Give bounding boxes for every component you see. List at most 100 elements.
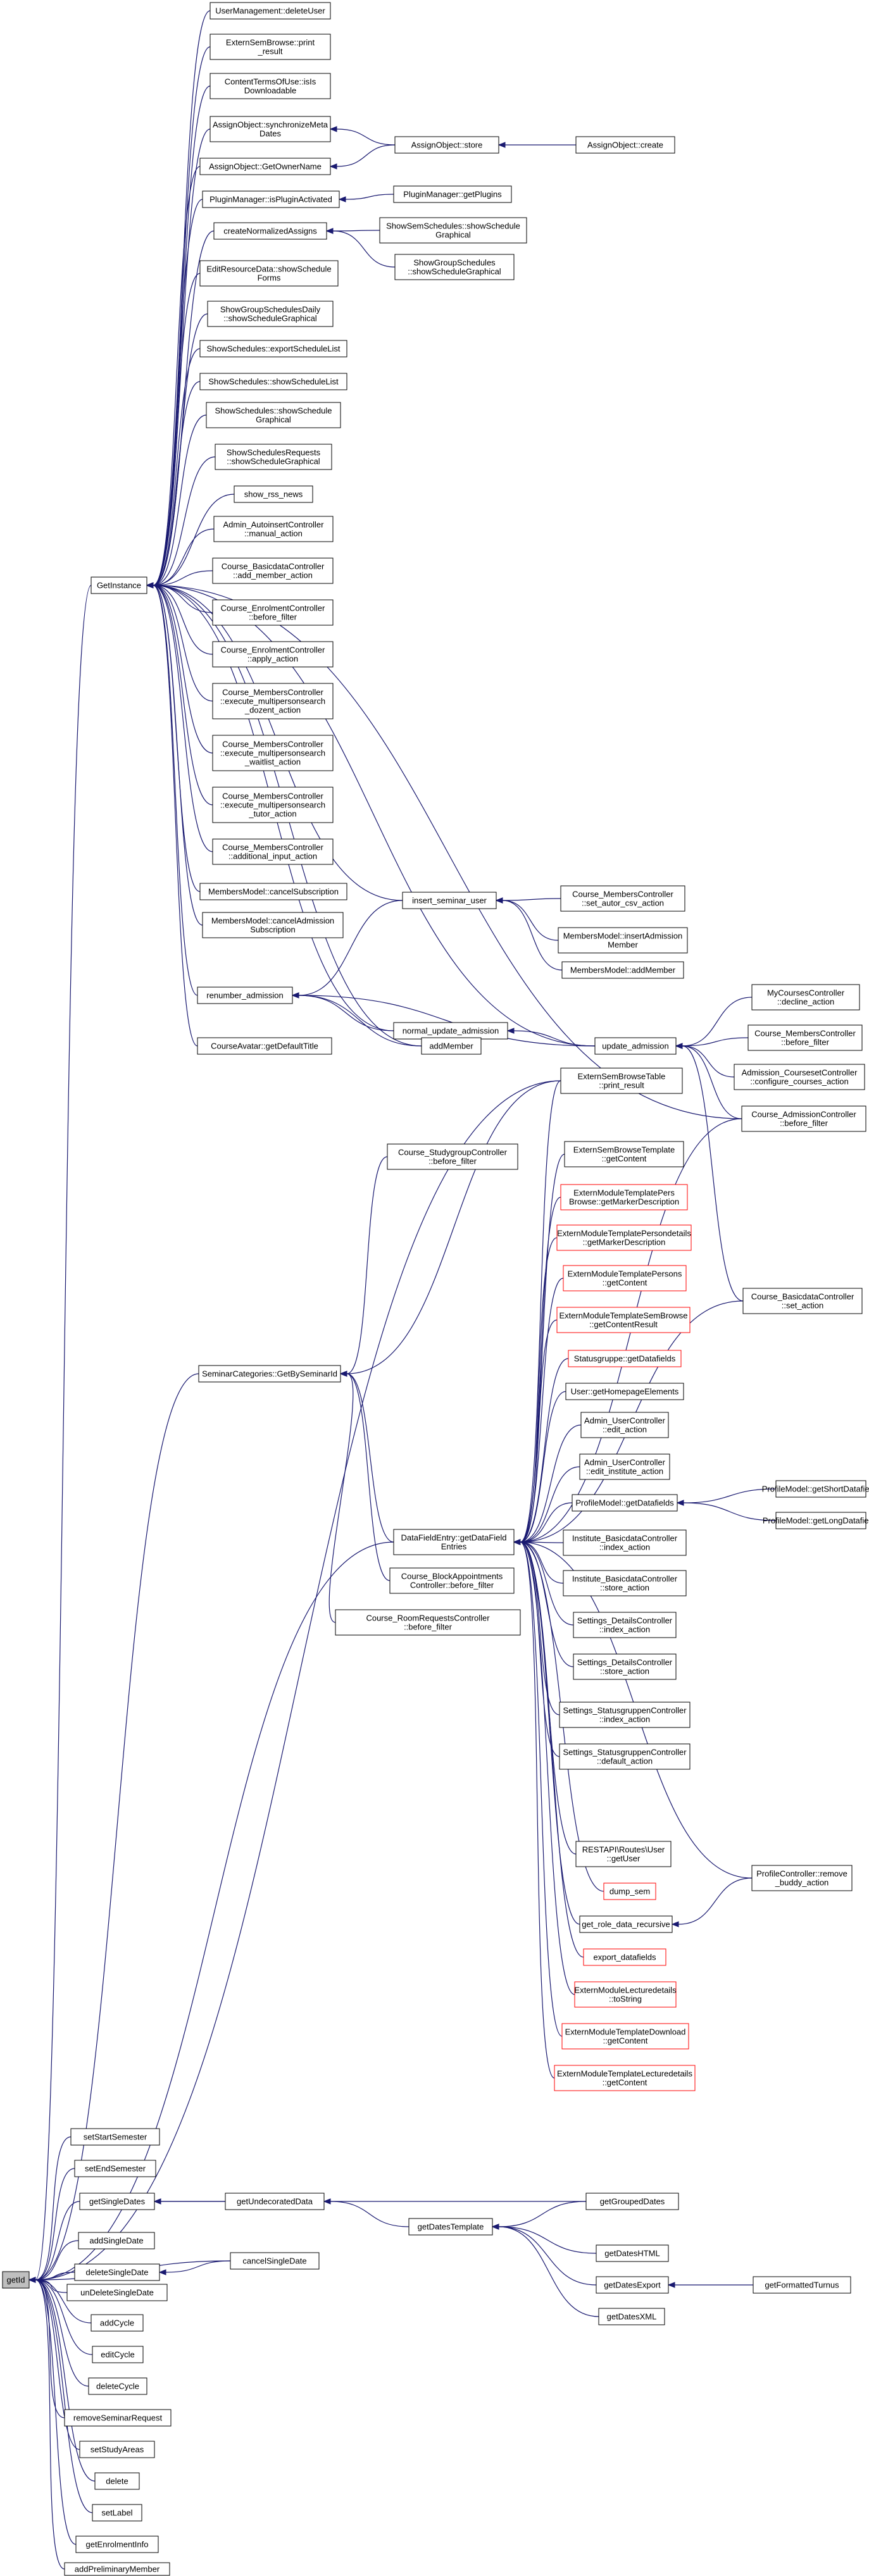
node-admin-user-edit[interactable]: Admin_UserController::edit_action (580, 1412, 669, 1438)
node-remove-seminar-request[interactable]: removeSeminarRequest (64, 2409, 172, 2427)
node-seminar-categories-get-by-seminar-id[interactable]: SeminarCategories::GetBySeminarId (198, 1365, 341, 1383)
node-get-grouped-dates[interactable]: getGroupedDates (585, 2193, 679, 2210)
node-extern-lecture-content[interactable]: ExternModuleTemplateLecturedetails::getC… (554, 2065, 696, 2091)
node-basic-add-member[interactable]: Course_BasicdataController::add_member_a… (212, 557, 334, 584)
node-settings-status-default[interactable]: Settings_StatusgruppenController::defaul… (559, 1743, 691, 1770)
node-show-export[interactable]: ShowSchedules::exportScheduleList (199, 340, 347, 358)
node-members-set-autor[interactable]: Course_MembersController::set_autor_csv_… (560, 885, 685, 912)
node-room-requests[interactable]: Course_RoomRequestsController::before_fi… (335, 1609, 521, 1636)
node-settings-status-index[interactable]: Settings_StatusgruppenController::index_… (559, 1702, 691, 1728)
node-show-list[interactable]: ShowSchedules::showScheduleList (199, 373, 347, 390)
node-course-avatar[interactable]: CourseAvatar::getDefaultTitle (197, 1037, 332, 1055)
node-extern-lecture-to-string[interactable]: ExternModuleLecturedetails::toString (574, 1981, 677, 2008)
node-add-member[interactable]: addMember (421, 1037, 482, 1055)
node-profile-short[interactable]: ProfileModel::getShortDatafields (762, 1480, 869, 1498)
node-add-preliminary-member[interactable]: addPreliminaryMember (64, 2562, 170, 2576)
node-delete[interactable]: delete (94, 2472, 140, 2490)
node-admin-autoinsert[interactable]: Admin_AutoinsertController::manual_actio… (213, 516, 334, 542)
node-plugin-get[interactable]: PluginManager::getPlugins (393, 185, 512, 203)
node-extern-download[interactable]: ExternModuleTemplateDownload::getContent (561, 2023, 689, 2050)
node-get-dates-html[interactable]: getDatesHTML (596, 2244, 669, 2262)
node-extern-pers-browse[interactable]: ExternModuleTemplatePersBrowse::getMarke… (560, 1184, 688, 1210)
node-settings-details-index[interactable]: Settings_DetailsController::index_action (573, 1612, 677, 1638)
node-extern-persondetails[interactable]: ExternModuleTemplatePersondetails::getMa… (556, 1224, 692, 1251)
node-members-waitlist[interactable]: Course_MembersController::execute_multip… (212, 735, 334, 771)
node-set-study-areas[interactable]: setStudyAreas (79, 2441, 155, 2458)
node-show-graphical[interactable]: ShowSchedules::showScheduleGraphical (206, 402, 341, 428)
node-studygroup-before[interactable]: Course_StudygroupController::before_filt… (387, 1143, 518, 1170)
node-delete-cycle[interactable]: deleteCycle (88, 2377, 147, 2395)
node-set-start-semester[interactable]: setStartSemester (70, 2128, 160, 2146)
node-adm-courseset[interactable]: Admission_CoursesetController::configure… (734, 1064, 865, 1090)
node-cancel-single-date[interactable]: cancelSingleDate (230, 2252, 320, 2270)
node-add-cycle[interactable]: addCycle (91, 2314, 144, 2332)
node-profile-remove-buddy[interactable]: ProfileController::remove_buddy_action (751, 1865, 853, 1891)
node-user-mgmt-delete[interactable]: UserManagement::deleteUser (209, 2, 331, 20)
node-get-dates-xml[interactable]: getDatesXML (598, 2308, 665, 2325)
node-add-single-date[interactable]: addSingleDate (78, 2232, 155, 2249)
node-show-sem-schedules[interactable]: ShowSemSchedules::showScheduleGraphical (379, 217, 527, 244)
node-get-single-dates[interactable]: getSingleDates (79, 2193, 155, 2210)
node-set-label[interactable]: setLabel (92, 2504, 142, 2522)
node-assign-store[interactable]: AssignObject::store (394, 136, 499, 154)
node-mmcancel-adm[interactable]: MembersModel::cancelAdmissionSubscriptio… (202, 912, 344, 938)
node-mmadd-member[interactable]: MembersModel::addMember (561, 961, 684, 979)
node-get-formatted-turnus[interactable]: getFormattedTurnus (753, 2276, 851, 2294)
node-edit-cycle[interactable]: editCycle (92, 2346, 144, 2363)
node-profile-get-datafields[interactable]: ProfileModel::getDatafields (572, 1494, 678, 1512)
node-normal-update[interactable]: normal_update_admission (393, 1022, 508, 1040)
node-get-dates-template[interactable]: getDatesTemplate (408, 2218, 493, 2236)
node-institute-index[interactable]: Institute_BasicdataController::index_act… (563, 1529, 687, 1556)
node-renumber[interactable]: renumber_admission (197, 986, 293, 1004)
node-export-datafields[interactable]: export_datafields (583, 1948, 666, 1966)
node-basic-set[interactable]: Course_BasicdataController::set_action (742, 1288, 863, 1314)
node-my-courses-decline[interactable]: MyCoursesController::decline_action (751, 984, 860, 1011)
node-get-dates-export[interactable]: getDatesExport (596, 2276, 669, 2294)
node-block-appointments[interactable]: Course_BlockAppointmentsController::befo… (389, 1567, 515, 1594)
node-profile-long[interactable]: ProfileModel::getLongDatafields (763, 1512, 869, 1529)
node-enrol-before[interactable]: Course_EnrolmentController::before_filte… (212, 599, 334, 626)
node-mmcancel-sub[interactable]: MembersModel::cancelSubscription (199, 883, 347, 900)
node-assign-owner[interactable]: AssignObject::GetOwnerName (199, 158, 331, 175)
node-set-end-semester[interactable]: setEndSemester (74, 2160, 156, 2177)
node-members-tutor[interactable]: Course_MembersController::execute_multip… (212, 787, 334, 823)
node-user-homepage[interactable]: User::getHomepageElements (565, 1383, 684, 1400)
node-extern-sem-browse-table[interactable]: ExternSemBrowseTable::print_result (560, 1067, 683, 1094)
node-show-requests[interactable]: ShowSchedulesRequests::showScheduleGraph… (215, 444, 332, 470)
node-show-group-schedules[interactable]: ShowGroupSchedules::showScheduleGraphica… (394, 254, 515, 280)
node-extern-sem-browse-print[interactable]: ExternSemBrowse::print_result (209, 34, 331, 60)
node-members-before[interactable]: Course_MembersController::before_filter (747, 1024, 863, 1051)
node-members-dozent[interactable]: Course_MembersController::execute_multip… (212, 683, 334, 719)
node-course-adm-before[interactable]: Course_AdmissionController::before_filte… (741, 1105, 866, 1132)
node-status-datafields[interactable]: Statusgruppe::getDatafields (568, 1350, 682, 1367)
node-members-additional[interactable]: Course_MembersController::additional_inp… (212, 838, 334, 865)
node-get-enrolment-info[interactable]: getEnrolmentInfo (75, 2536, 159, 2553)
node-dump-sem[interactable]: dump_sem (603, 1882, 656, 1900)
node-get-id[interactable]: getId (2, 2271, 30, 2289)
node-admin-user-institute[interactable]: Admin_UserController::edit_institute_act… (579, 1453, 670, 1480)
node-get-undecorated-data[interactable]: getUndecoratedData (225, 2193, 325, 2210)
node-enrol-apply[interactable]: Course_EnrolmentController::apply_action (212, 641, 334, 668)
node-extern-persons[interactable]: ExternModuleTemplatePersons::getContent (563, 1265, 687, 1291)
node-insert-seminar-user[interactable]: insert_seminar_user (402, 892, 497, 909)
node-delete-single-date[interactable]: deleteSingleDate (74, 2263, 160, 2281)
node-extern-sem-browse-result[interactable]: ExternModuleTemplateSemBrowse::getConten… (556, 1307, 691, 1333)
node-institute-store[interactable]: Institute_BasicdataController::store_act… (563, 1570, 687, 1596)
node-update-admission[interactable]: update_admission (594, 1037, 677, 1055)
node-get-role-data[interactable]: get_role_data_recursive (579, 1915, 673, 1933)
node-extern-template[interactable]: ExternSemBrowseTemplate::getContent (564, 1141, 684, 1167)
node-settings-details-store[interactable]: Settings_DetailsController::store_action (573, 1653, 677, 1680)
node-show-rss[interactable]: show_rss_news (234, 485, 313, 503)
node-plugin-activated[interactable]: PluginManager::isPluginActivated (202, 190, 340, 208)
node-restapi-user[interactable]: RESTAPI\Routes\User::getUser (575, 1841, 672, 1867)
node-show-group-daily[interactable]: ShowGroupSchedulesDaily::showScheduleGra… (207, 301, 334, 327)
node-assign-create[interactable]: AssignObject::create (575, 136, 675, 154)
node-un-delete-single-date[interactable]: unDeleteSingleDate (66, 2284, 168, 2301)
node-create-normalized[interactable]: createNormalizedAssigns (213, 222, 327, 240)
node-get-instance[interactable]: GetInstance (91, 576, 147, 594)
